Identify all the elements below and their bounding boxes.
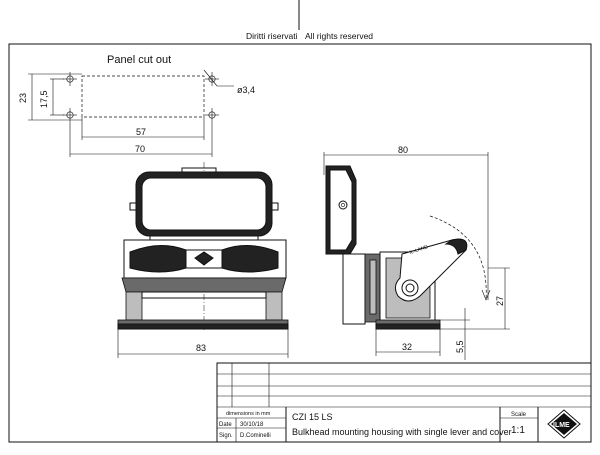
sign-value: D.Cominelli bbox=[240, 433, 271, 439]
date-value: 30/10/18 bbox=[240, 422, 264, 428]
dim-hole: ø3,4 bbox=[237, 85, 255, 95]
side-view: 80 IL-LAND 27 32 bbox=[323, 145, 510, 360]
dim-23: 23 bbox=[18, 93, 28, 103]
cutout-outline bbox=[81, 75, 205, 118]
front-base-plate bbox=[117, 323, 289, 330]
title-block: dimensions in mm Date 30/10/18 Sign. D.C… bbox=[216, 362, 592, 443]
lever-text: IL-LAND bbox=[409, 244, 429, 256]
dim-83: 83 bbox=[196, 343, 206, 353]
front-view: 83 bbox=[117, 162, 289, 358]
dimensions-note: dimensions in mm bbox=[226, 411, 271, 417]
product-code: CZI 15 LS bbox=[292, 412, 333, 422]
panel-cutout-view: Panel cut out 23 17,5 ø3,4 bbox=[18, 54, 255, 157]
panel-cutout-title: Panel cut out bbox=[107, 54, 171, 66]
date-label: Date bbox=[219, 422, 232, 428]
dim-57: 57 bbox=[136, 127, 146, 137]
dim-5-5: 5,5 bbox=[455, 340, 465, 353]
logo-text: ILME bbox=[553, 422, 570, 429]
dim-80: 80 bbox=[398, 145, 408, 155]
dim-27: 27 bbox=[495, 296, 505, 306]
dim-32: 32 bbox=[402, 342, 412, 352]
drawing-frame bbox=[8, 43, 592, 443]
product-description: Bulkhead mounting housing with single le… bbox=[292, 427, 512, 437]
dim-70: 70 bbox=[135, 144, 145, 154]
rights-en: All rights reserved bbox=[305, 31, 373, 41]
side-base-plate bbox=[375, 323, 441, 330]
mounting-hole bbox=[63, 72, 219, 122]
scale-value: 1:1 bbox=[511, 425, 525, 436]
scale-label: Scale bbox=[511, 412, 527, 418]
sign-label: Sign. bbox=[219, 433, 233, 439]
dim-17-5: 17,5 bbox=[39, 90, 49, 108]
rights-it: Diritti riservati bbox=[246, 31, 298, 41]
ilme-logo: ILME bbox=[547, 409, 581, 439]
